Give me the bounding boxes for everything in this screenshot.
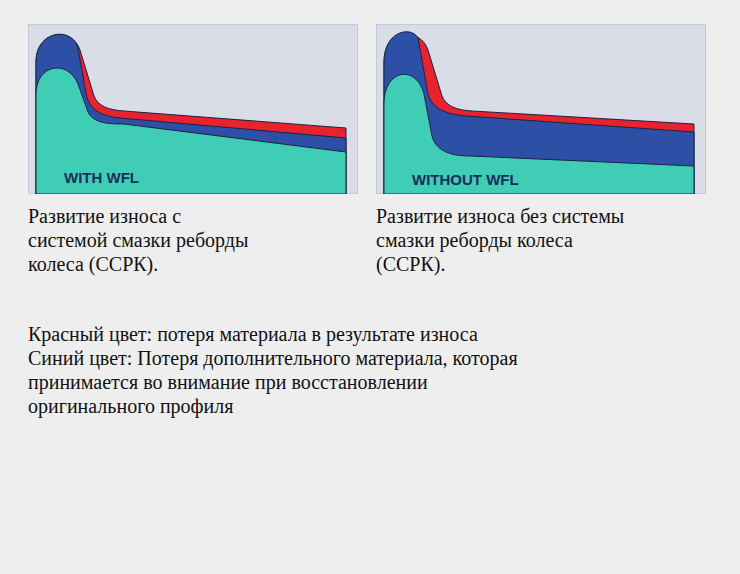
wear-panel: WITH WFL	[28, 24, 358, 194]
reprofiling-loss-area	[36, 34, 346, 194]
wear-profile-illustration	[28, 24, 358, 194]
panel-label: WITH WFL	[64, 169, 139, 186]
wear-loss-area	[36, 35, 346, 194]
panel-ground	[29, 25, 358, 194]
panel-label: WITHOUT WFL	[412, 171, 519, 188]
reprofiling-loss-area	[384, 32, 694, 194]
figure-caption: Развитие износа с системой смазки реборд…	[28, 204, 263, 276]
wear-profile-illustration	[376, 24, 706, 194]
legend-note: Синий цвет: Потеря дополнительного матер…	[28, 346, 528, 418]
figure-caption: Развитие износа без системы смазки ребор…	[376, 204, 626, 276]
legend-note: Красный цвет: потеря материала в результ…	[28, 322, 548, 346]
remaining-profile	[36, 68, 346, 194]
remaining-profile	[384, 74, 694, 194]
panel-ground	[377, 25, 706, 194]
wear-panel: WITHOUT WFL	[376, 24, 706, 194]
